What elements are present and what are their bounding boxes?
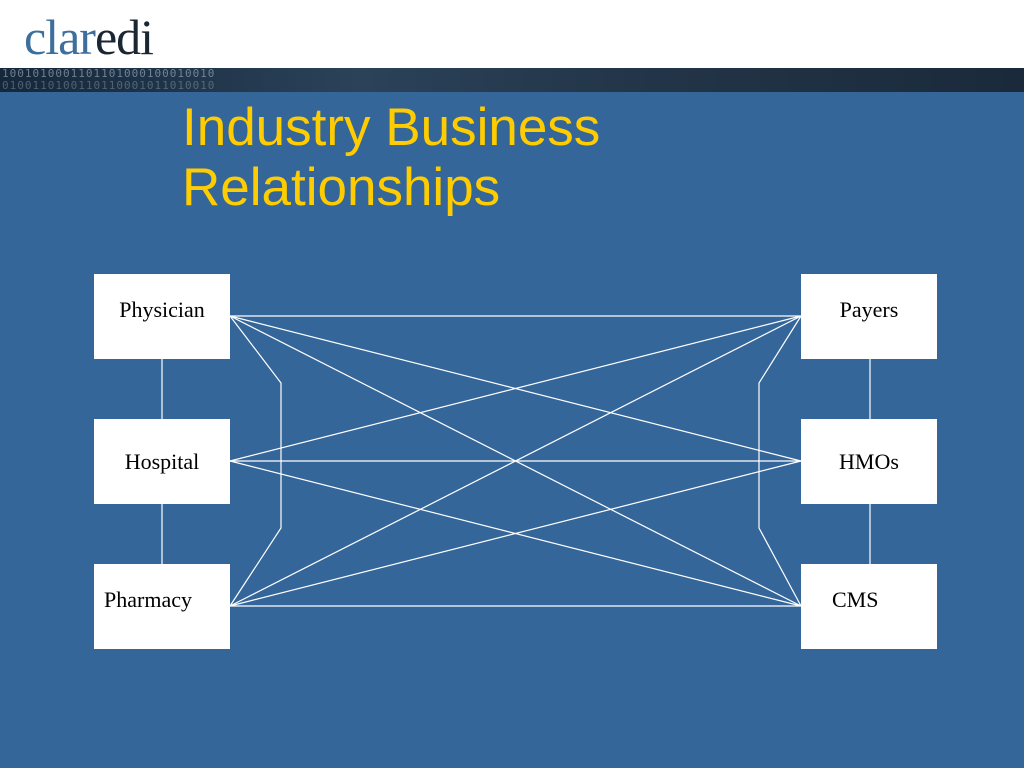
link-pharmacy-hmos [229,460,802,607]
logo-text-edi: edi [94,9,154,65]
binary-banner: 1001010001101101000100010010 01001101001… [0,68,1024,92]
node-physician-label: Physician [119,296,205,322]
node-cms: CMS [801,564,937,649]
binary-row-1: 1001010001101101000100010010 [2,68,216,80]
node-pharmacy-label: Pharmacy [104,586,192,612]
node-hospital-label: Hospital [124,448,200,474]
claredi-logo: claredi [24,6,154,68]
binary-row-2: 0100110100110110001011010010 [2,79,216,92]
node-cms-label: CMS [832,586,879,612]
slide-title-line-1: Industry Business [182,98,601,157]
link-hospital-payers [229,315,802,462]
link-physician-pharmacy-bracket [229,315,282,607]
node-hospital: Hospital [94,419,230,504]
link-payers-cms-bracket [758,315,802,607]
slide-title-line-2: Relationships [182,158,501,217]
node-pharmacy: Pharmacy [94,564,230,649]
node-physician: Physician [94,274,230,359]
node-hmos-label: HMOs [839,448,899,474]
node-hmos: HMOs [801,419,937,504]
logo-text-clar: clar [24,9,96,65]
slide-title: Industry Business Relationships [182,98,982,218]
header-bar: claredi [0,0,1024,68]
node-payers-label: Payers [839,296,899,322]
link-pharmacy-payers [229,315,802,607]
node-payers: Payers [801,274,937,359]
